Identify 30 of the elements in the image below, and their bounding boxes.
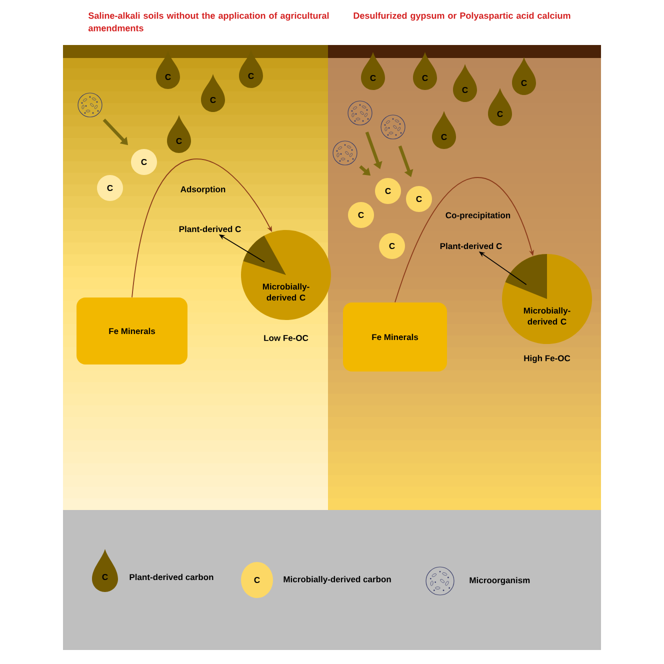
mineral-box: Fe Minerals: [76, 298, 188, 364]
node-label: Saline-alkali soils without the application of agricultural amendments: [88, 12, 329, 32]
node-label: Desulfurized gypsum or Polyaspartic acid calcium: [354, 12, 570, 21]
microorganism-icon: [78, 92, 102, 118]
arrow: [394, 178, 534, 303]
pie-caption: Low Fe-OC: [264, 335, 308, 341]
legend-text: Microbially-derived carbon: [284, 576, 391, 584]
droplet: C: [239, 50, 263, 88]
pie-label: Plant-derived C: [179, 226, 241, 232]
droplet: C: [488, 88, 512, 126]
edge-label: Co-precipitation: [446, 212, 510, 220]
pie-chart: Microbially-derived C: [502, 254, 592, 344]
droplet: C: [201, 74, 225, 112]
pie-caption: High Fe-OC: [524, 355, 570, 363]
edge-label: Adsorption: [180, 186, 226, 194]
droplet: C: [512, 57, 536, 95]
droplet: C: [413, 52, 437, 90]
microorganism-icon: [348, 100, 372, 126]
microorganism-icon: [380, 114, 406, 140]
droplet: C: [156, 51, 180, 89]
microorganism-icon: [332, 140, 358, 166]
legend-text: Microorganism: [470, 577, 530, 585]
droplet: C: [453, 64, 477, 102]
pie-label: Plant-derived C: [440, 242, 502, 250]
pie-chart: Microbially-derived C: [241, 230, 331, 320]
legend-text: Plant-derived carbon: [130, 574, 214, 580]
droplet: C: [167, 115, 191, 153]
mineral-box: Fe Minerals: [343, 302, 447, 372]
droplet: C: [432, 111, 456, 149]
droplet: C: [361, 52, 385, 90]
